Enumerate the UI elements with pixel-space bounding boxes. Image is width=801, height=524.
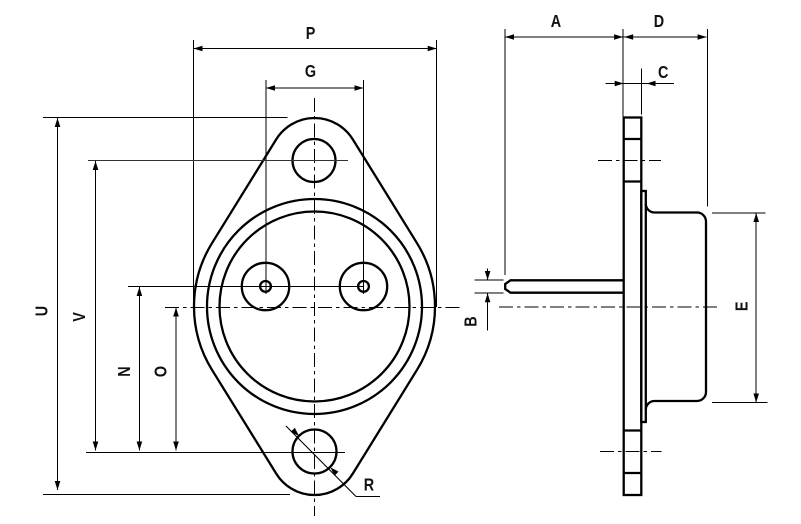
svg-text:P: P (306, 24, 316, 44)
svg-text:A: A (551, 12, 562, 32)
svg-text:N: N (115, 366, 135, 376)
svg-text:O: O (151, 366, 171, 377)
svg-text:R: R (364, 475, 375, 495)
svg-text:G: G (305, 62, 316, 82)
svg-text:U: U (32, 306, 52, 316)
svg-text:D: D (654, 12, 665, 32)
svg-text:V: V (70, 312, 90, 322)
svg-text:C: C (658, 62, 669, 82)
svg-text:E: E (732, 301, 752, 311)
svg-text:B: B (461, 316, 481, 327)
